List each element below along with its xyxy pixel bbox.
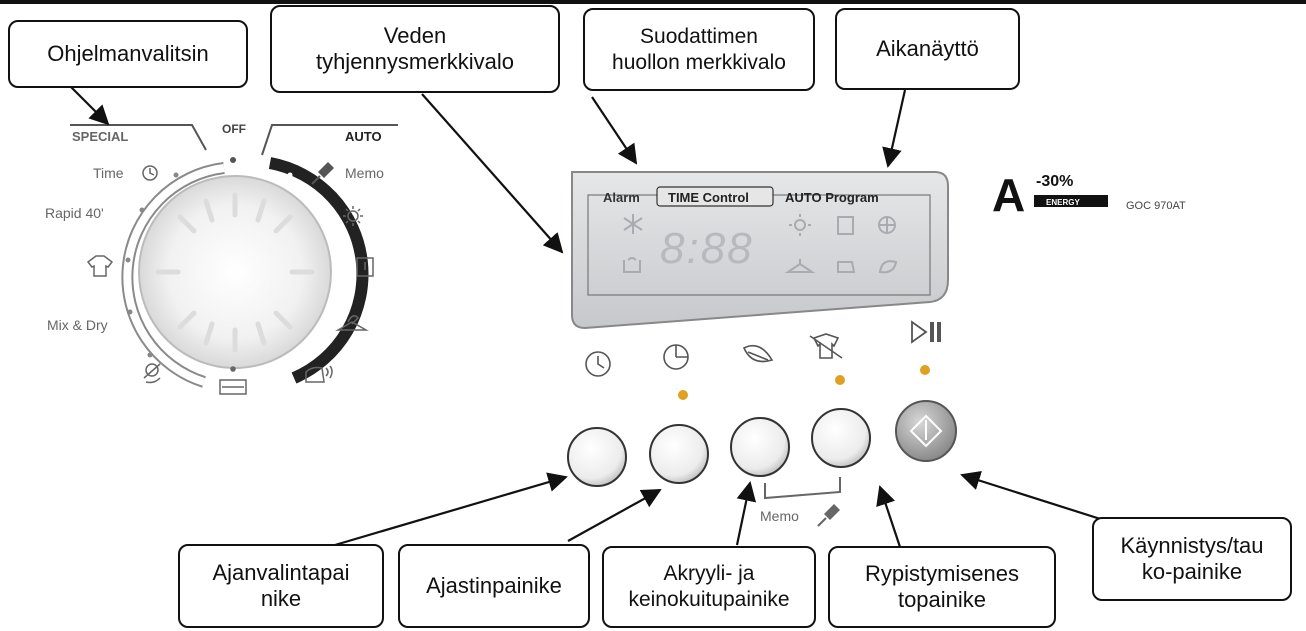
display-panel: Alarm TIME Control AUTO Program 8:88 [571,171,949,330]
energy-saving-label: -30% [1036,173,1073,190]
alarm-label: Alarm [603,190,640,205]
callout-anti-crease-button: Rypistymisenes topainike [828,546,1056,628]
auto-bracket [261,124,398,156]
callout-filter-service-light: Suodattimen huollon merkkivalo [583,8,815,91]
dial-special-label: SPECIAL [72,129,128,144]
leaf-icon [742,344,774,363]
button-icons [585,320,941,377]
delicate-tray-icon [219,366,247,395]
acrylic-synthetic-button[interactable] [730,417,790,477]
time-control-label: TIME Control [668,190,749,205]
callout-timer-button: Ajastinpainike [398,544,590,628]
display-hanger-icon [784,259,816,273]
control-buttons [567,400,957,487]
memo-pin-icon [817,504,840,527]
dial-rapid-label: Rapid 40' [45,205,104,221]
dial-mix-dry-label: Mix & Dry [47,317,108,333]
door-icon [356,257,374,277]
dial-position-dots [125,172,345,365]
sun-icon [343,206,363,226]
callout-water-drain-light: Veden tyhjennysmerkkivalo [270,5,560,93]
memo-bracket: Memo [760,477,841,527]
fan-icon [878,216,896,234]
memo-label: Memo [760,508,799,524]
timer-led [678,390,688,400]
hanger-icon [335,315,369,331]
model-number: GOC 970AT [1126,200,1186,212]
special-bracket [70,124,207,151]
program-dial-group: SPECIAL OFF AUTO [45,122,398,395]
energy-badge: A -30% ENERGY GOC 970AT [992,169,1186,221]
indicator-leds [678,365,930,400]
dial-auto-label: AUTO [345,129,382,144]
timer-icon [663,344,689,370]
display-iron-icon [837,261,856,273]
dial-off-dot [230,157,236,163]
time-control-frame [656,186,774,207]
auto-arc [268,157,369,384]
time-select-button[interactable] [567,427,627,487]
dial-grip-ridges [155,192,315,353]
energy-class-letter: A [992,169,1025,221]
shirt-icon [86,255,114,277]
dial-off-label: OFF [222,122,246,136]
time-display-digits: 8:88 [660,224,754,273]
clock-icon [142,165,158,181]
start-pause-button-symbol [909,414,943,448]
top-rule [0,0,1306,4]
iron-icon [305,365,333,383]
callout-time-display: Aikanäyttö [835,8,1020,90]
anti-crease-button[interactable] [811,408,871,468]
display-leaf-icon [878,260,898,274]
pin-icon [311,162,334,185]
play-pause-icon [911,320,941,344]
callout-program-selector: Ohjelmanvalitsin [8,20,248,88]
dial-memo-label: Memo [345,165,384,181]
auto-program-label: AUTO Program [785,190,879,205]
start-led [920,365,930,375]
snowflake-icon [623,214,643,234]
no-crease-shirt-icon [809,333,843,359]
clock-icon [585,351,611,377]
dial-time-label: Time [93,165,124,181]
wool-icon [143,363,161,384]
timer-button[interactable] [649,424,709,484]
callout-start-pause-button: Käynnistys/tau ko-painike [1092,517,1292,601]
energy-word-label: ENERGY [1046,198,1080,207]
display-sun-icon [789,214,811,236]
water-tank-icon [623,257,641,273]
callout-acrylic-synthetic-button: Akryyli- ja keinokuitupainike [602,546,816,628]
anti-crease-led [835,375,845,385]
callout-time-select-button: Ajanvalintapai nike [178,544,384,628]
display-door-icon [837,216,854,235]
